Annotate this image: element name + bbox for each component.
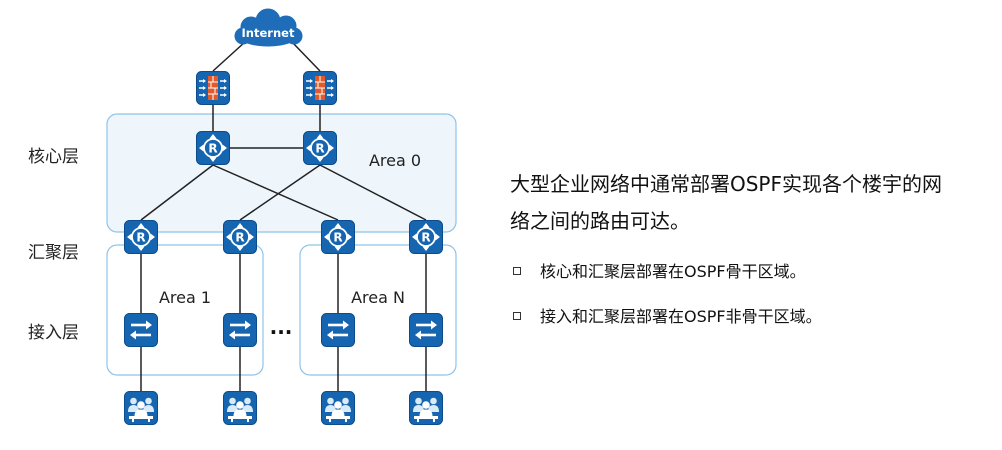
cloud-icon: Internet	[234, 8, 303, 47]
core-router-2-icon	[303, 131, 337, 165]
access-switch-3-icon	[321, 313, 355, 347]
aggregation-layer-label: 汇聚层	[28, 243, 79, 263]
link-internet-firewall-1	[212, 41, 246, 72]
bullet-text: 接入和汇聚层部署在OSPF非骨干区域。	[540, 307, 822, 326]
agg-router-1-icon	[124, 220, 158, 254]
area-0-label: Area 0	[369, 151, 421, 170]
user-group-1-icon	[124, 391, 158, 425]
agg-router-2-icon	[223, 220, 257, 254]
link-core-1-agg-1	[140, 164, 214, 221]
description-line-1: 大型企业网络中通常部署OSPF实现各个楼宇的网	[510, 172, 943, 196]
access-layer-label: 接入层	[28, 323, 79, 343]
ospf-network-diagram: R	[106, 8, 457, 425]
internet-label: Internet	[242, 26, 295, 40]
user-group-2-icon	[223, 391, 257, 425]
description-line-2: 络之间的路由可达。	[510, 209, 690, 233]
agg-router-4-icon	[409, 220, 443, 254]
link-internet-firewall-2	[291, 41, 321, 72]
description-paragraph: 大型企业网络中通常部署OSPF实现各个楼宇的网 络之间的路由可达。	[510, 166, 990, 240]
link-core-2-agg-2	[239, 164, 321, 221]
area-0-region	[106, 113, 457, 233]
bullet-text: 核心和汇聚层部署在OSPF骨干区域。	[540, 262, 806, 281]
bullet-item-non-backbone: 接入和汇聚层部署在OSPF非骨干区域。	[510, 294, 990, 339]
user-group-3-icon	[321, 391, 355, 425]
firewall-2-icon	[303, 71, 337, 105]
agg-router-3-icon	[321, 220, 355, 254]
area-1-label: Area 1	[159, 288, 211, 307]
area-n-region	[299, 244, 457, 376]
access-switch-2-icon	[223, 313, 257, 347]
firewall-1-icon	[196, 71, 230, 105]
square-bullet-icon	[513, 267, 521, 275]
link-core-1-agg-3	[212, 164, 339, 221]
access-switch-4-icon	[409, 313, 443, 347]
bullet-item-backbone: 核心和汇聚层部署在OSPF骨干区域。	[510, 249, 990, 294]
area-n-label: Area N	[351, 288, 405, 307]
access-switch-1-icon	[124, 313, 158, 347]
link-core-2-agg-4	[319, 164, 427, 221]
user-group-4-icon	[409, 391, 443, 425]
core-layer-label: 核心层	[28, 147, 79, 167]
core-router-1-icon	[196, 131, 230, 165]
ellipsis: ...	[270, 315, 293, 339]
bullet-list: 核心和汇聚层部署在OSPF骨干区域。 接入和汇聚层部署在OSPF非骨干区域。	[510, 249, 990, 339]
square-bullet-icon	[513, 312, 521, 320]
